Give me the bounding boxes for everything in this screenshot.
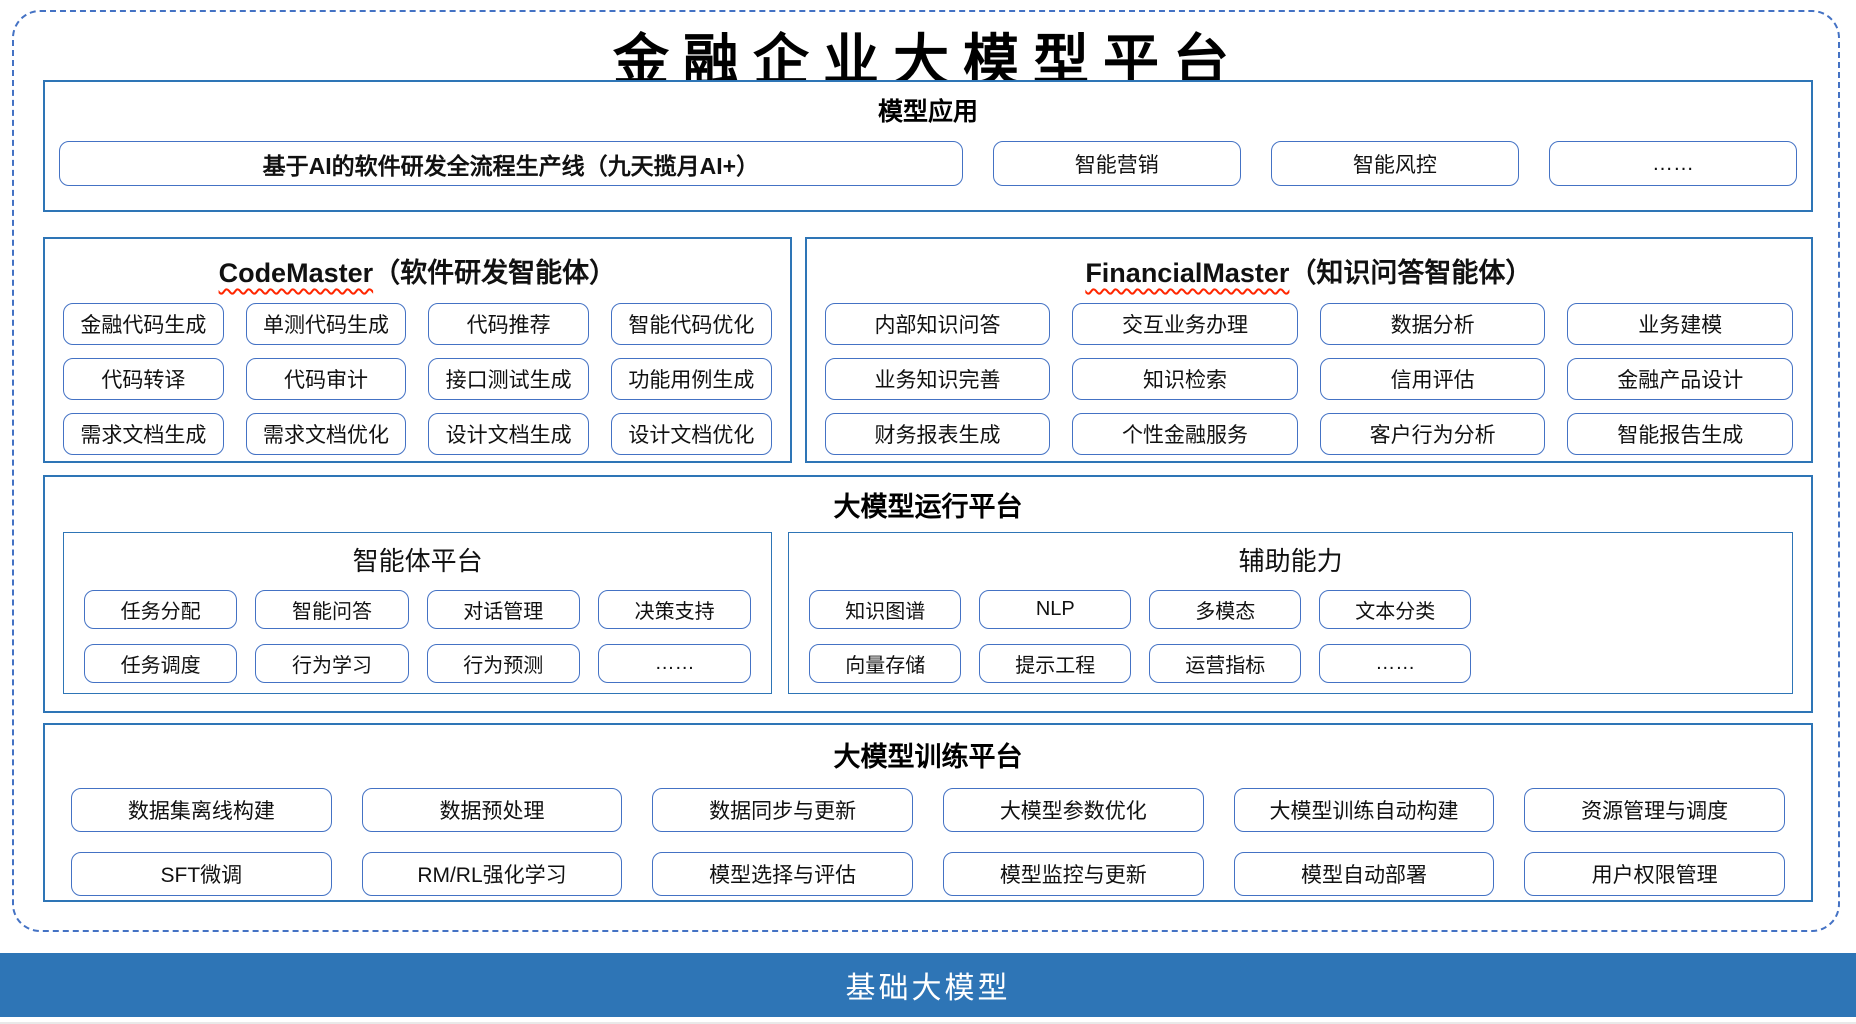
aux-capability-item: 运营指标 bbox=[1149, 644, 1302, 683]
agent-platform-item: 行为学习 bbox=[255, 644, 409, 683]
training-platform-item: 大模型参数优化 bbox=[942, 788, 1204, 832]
codemaster-item: 设计文档优化 bbox=[611, 413, 772, 455]
codemaster-item: 单测代码生成 bbox=[245, 303, 407, 345]
aux-capability-header: 辅助能力 bbox=[1238, 546, 1343, 576]
codemaster-title-en: CodeMaster bbox=[218, 258, 374, 288]
aux-capability-box: 辅助能力 知识图谱 NLP 多模态 文本分类 向量存储 提示工程 运营指标 …… bbox=[788, 532, 1793, 694]
training-platform-item: 模型监控与更新 bbox=[942, 852, 1204, 896]
agent-platform-item: 任务调度 bbox=[84, 644, 238, 683]
aux-capability-grid: 知识图谱 NLP 多模态 文本分类 向量存储 提示工程 运营指标 …… bbox=[809, 590, 1772, 683]
training-platform-item: 模型自动部署 bbox=[1233, 852, 1495, 896]
training-platform-item: 数据预处理 bbox=[361, 788, 623, 832]
financialmaster-title-en: FinancialMaster bbox=[1085, 258, 1290, 288]
codemaster-grid: 金融代码生成 单测代码生成 代码推荐 智能代码优化 代码转译 代码审计 接口测试… bbox=[63, 303, 772, 455]
section-training-platform: 大模型训练平台 数据集离线构建 数据预处理 数据同步与更新 大模型参数优化 大模… bbox=[43, 723, 1813, 902]
financialmaster-item: 信用评估 bbox=[1319, 358, 1546, 400]
agent-platform-box: 智能体平台 任务分配 智能问答 对话管理 决策支持 任务调度 行为学习 行为预测… bbox=[63, 532, 773, 694]
training-platform-grid: 数据集离线构建 数据预处理 数据同步与更新 大模型参数优化 大模型训练自动构建 … bbox=[71, 788, 1785, 896]
agent-platform-item: 任务分配 bbox=[84, 590, 238, 629]
financialmaster-item: 交互业务办理 bbox=[1072, 303, 1298, 345]
runtime-platform-body: 智能体平台 任务分配 智能问答 对话管理 决策支持 任务调度 行为学习 行为预测… bbox=[63, 532, 1793, 694]
agent-platform-header: 智能体平台 bbox=[352, 546, 483, 576]
training-platform-item: RM/RL强化学习 bbox=[361, 852, 623, 896]
financialmaster-item: 业务建模 bbox=[1567, 303, 1793, 345]
financialmaster-item: 智能报告生成 bbox=[1567, 413, 1793, 455]
financialmaster-item: 金融产品设计 bbox=[1567, 358, 1793, 400]
section-runtime-platform: 大模型运行平台 智能体平台 任务分配 智能问答 对话管理 决策支持 任务调度 行… bbox=[43, 475, 1813, 713]
agent-platform-item: 对话管理 bbox=[426, 590, 580, 629]
financialmaster-header: FinancialMaster（知识问答智能体） bbox=[825, 251, 1793, 290]
section-model-application: 模型应用 基于AI的软件研发全流程生产线（九天揽月AI+） 智能营销 智能风控 … bbox=[43, 80, 1813, 212]
codemaster-item: 代码转译 bbox=[63, 358, 224, 400]
base-model-label: 基础大模型 bbox=[845, 972, 1011, 1005]
training-platform-header: 大模型训练平台 bbox=[833, 742, 1023, 772]
training-platform-item: 资源管理与调度 bbox=[1524, 788, 1785, 832]
training-platform-item: 用户权限管理 bbox=[1524, 852, 1785, 896]
aux-capability-item: 文本分类 bbox=[1319, 590, 1472, 629]
model-application-row: 基于AI的软件研发全流程生产线（九天揽月AI+） 智能营销 智能风控 …… bbox=[59, 141, 1797, 186]
codemaster-item: 设计文档生成 bbox=[428, 413, 590, 455]
codemaster-item: 代码审计 bbox=[245, 358, 407, 400]
codemaster-header: CodeMaster（软件研发智能体） bbox=[63, 251, 772, 290]
codemaster-item: 需求文档优化 bbox=[245, 413, 407, 455]
model-app-item: …… bbox=[1548, 141, 1797, 186]
aux-capability-item: 知识图谱 bbox=[809, 590, 962, 629]
model-application-header: 模型应用 bbox=[877, 98, 978, 126]
section-agents: CodeMaster（软件研发智能体） 金融代码生成 单测代码生成 代码推荐 智… bbox=[43, 237, 1813, 463]
agent-platform-item: …… bbox=[597, 644, 752, 683]
financialmaster-item: 内部知识问答 bbox=[824, 303, 1051, 345]
codemaster-item: 智能代码优化 bbox=[611, 303, 772, 345]
page-bottom-edge bbox=[0, 1022, 1856, 1024]
base-model-bar: 基础大模型 bbox=[0, 953, 1856, 1017]
runtime-platform-header: 大模型运行平台 bbox=[833, 492, 1023, 522]
codemaster-item: 接口测试生成 bbox=[428, 358, 590, 400]
codemaster-item: 金融代码生成 bbox=[63, 303, 224, 345]
financialmaster-item: 数据分析 bbox=[1319, 303, 1546, 345]
financialmaster-item: 客户行为分析 bbox=[1319, 413, 1546, 455]
financialmaster-item: 业务知识完善 bbox=[824, 358, 1051, 400]
aux-capability-item: NLP bbox=[979, 590, 1132, 629]
agent-platform-grid: 任务分配 智能问答 对话管理 决策支持 任务调度 行为学习 行为预测 …… bbox=[84, 590, 752, 683]
codemaster-panel: CodeMaster（软件研发智能体） 金融代码生成 单测代码生成 代码推荐 智… bbox=[43, 237, 792, 463]
model-app-item: 智能营销 bbox=[992, 141, 1241, 186]
training-platform-item: 数据同步与更新 bbox=[652, 788, 913, 832]
codemaster-item: 功能用例生成 bbox=[611, 358, 772, 400]
financialmaster-title-zh: （知识问答智能体） bbox=[1289, 258, 1533, 288]
financialmaster-panel: FinancialMaster（知识问答智能体） 内部知识问答 交互业务办理 数… bbox=[804, 237, 1813, 463]
aux-capability-item: 向量存储 bbox=[809, 644, 962, 683]
aux-capability-item: 提示工程 bbox=[979, 644, 1132, 683]
training-platform-item: 模型选择与评估 bbox=[652, 852, 913, 896]
agent-platform-item: 智能问答 bbox=[255, 590, 409, 629]
agent-platform-item: 决策支持 bbox=[597, 590, 752, 629]
agent-platform-item: 行为预测 bbox=[426, 644, 580, 683]
outer-dashed-frame bbox=[12, 10, 1840, 932]
financialmaster-item: 知识检索 bbox=[1072, 358, 1298, 400]
model-app-item: 智能风控 bbox=[1270, 141, 1519, 186]
aux-capability-item: …… bbox=[1319, 644, 1472, 683]
codemaster-item: 需求文档生成 bbox=[63, 413, 224, 455]
financialmaster-item: 个性金融服务 bbox=[1072, 413, 1298, 455]
pipeline-item: 基于AI的软件研发全流程生产线（九天揽月AI+） bbox=[59, 141, 963, 186]
aux-capability-item: 多模态 bbox=[1149, 590, 1302, 629]
training-platform-item: 大模型训练自动构建 bbox=[1233, 788, 1495, 832]
financialmaster-item: 财务报表生成 bbox=[824, 413, 1051, 455]
codemaster-item: 代码推荐 bbox=[428, 303, 590, 345]
training-platform-item: 数据集离线构建 bbox=[71, 788, 332, 832]
financialmaster-grid: 内部知识问答 交互业务办理 数据分析 业务建模 业务知识完善 知识检索 信用评估… bbox=[824, 303, 1793, 455]
training-platform-item: SFT微调 bbox=[71, 852, 332, 896]
codemaster-title-zh: （软件研发智能体） bbox=[373, 258, 617, 288]
